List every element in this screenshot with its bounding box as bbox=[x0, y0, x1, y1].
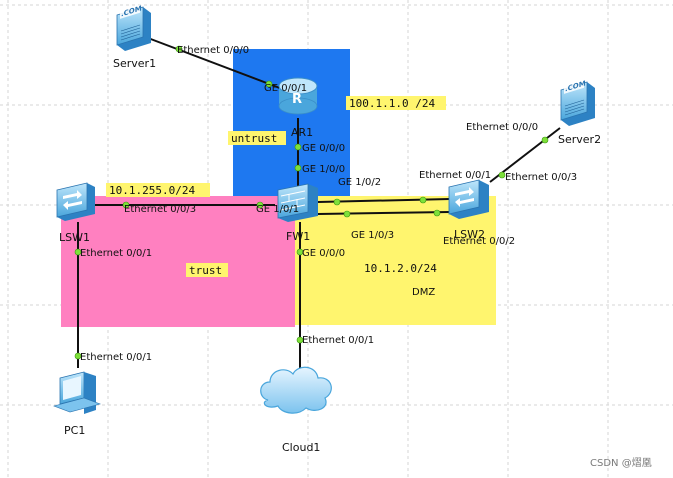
port-label-fw1-ge102: GE 1/0/2 bbox=[338, 177, 381, 188]
pc-icon[interactable] bbox=[53, 371, 101, 414]
port-dots bbox=[74, 45, 549, 360]
port-label-server1: Ethernet 0/0/0 bbox=[177, 45, 249, 56]
port-label-fw1-ge103: GE 1/0/3 bbox=[351, 230, 394, 241]
port-dot-lsw2-eth003 bbox=[498, 171, 506, 179]
port-dot-fw1-ge000 bbox=[296, 248, 304, 256]
port-dot-fw1-ge100 bbox=[294, 164, 302, 172]
port-label-cloud1: Ethernet 0/0/1 bbox=[302, 335, 374, 346]
port-dot-server1 bbox=[175, 45, 183, 53]
switch-icon[interactable] bbox=[56, 182, 95, 221]
port-label-fw1-ge000: GE 0/0/0 bbox=[302, 248, 345, 259]
switch-icon[interactable] bbox=[448, 179, 489, 219]
untrust-zone-label: untrust bbox=[231, 132, 277, 145]
port-dot-lsw2-eth001 bbox=[419, 196, 427, 204]
port-dot-cloud1 bbox=[296, 336, 304, 344]
server-icon[interactable]: .COM bbox=[116, 3, 151, 51]
svg-text:R: R bbox=[292, 92, 302, 107]
trust-zone-area bbox=[61, 196, 295, 327]
links bbox=[77, 37, 561, 368]
dmz-zone-label: DMZ bbox=[412, 287, 435, 298]
server-icon[interactable]: .COM bbox=[560, 78, 595, 126]
device-label-ar1: AR1 bbox=[291, 126, 313, 139]
port-label-pc1: Ethernet 0/0/1 bbox=[80, 352, 152, 363]
port-dot-lsw1-eth003 bbox=[122, 201, 130, 209]
untrust-net-label: 100.1.1.0 /24 bbox=[349, 97, 435, 110]
port-dot-lsw2-eth002 bbox=[433, 209, 441, 217]
device-label-cloud1: Cloud1 bbox=[282, 441, 320, 454]
trust-zone-tag bbox=[186, 263, 228, 277]
port-label-ar1-ge001: GE 0/0/1 bbox=[264, 83, 307, 94]
device-label-fw1: FW1 bbox=[286, 230, 310, 243]
port-label-lsw1-eth003: Ethernet 0/0/3 bbox=[124, 204, 196, 215]
port-label-fw1-ge100: GE 1/0/0 bbox=[302, 164, 345, 175]
dmz-net-label: 10.1.2.0/24 bbox=[364, 262, 437, 275]
port-label-lsw2-eth003: Ethernet 0/0/3 bbox=[505, 172, 577, 183]
watermark: CSDN @熠凰 bbox=[590, 457, 652, 469]
device-label-lsw1: LSW1 bbox=[59, 231, 90, 244]
port-dot-fw1-ge101 bbox=[256, 201, 264, 209]
trust-zone-label: trust bbox=[189, 264, 222, 277]
port-label-lsw2-eth002: Ethernet 0/0/2 bbox=[443, 236, 515, 247]
device-label-pc1: PC1 bbox=[64, 424, 85, 437]
port-dot-pc1 bbox=[74, 352, 82, 360]
port-dot-ar1-ge001 bbox=[265, 80, 273, 88]
untrust-zone-tag bbox=[228, 131, 286, 145]
port-dot-server2 bbox=[541, 136, 549, 144]
trust-net-label: 10.1.255.0/24 bbox=[109, 184, 195, 197]
router-icon[interactable]: R bbox=[278, 77, 318, 115]
untrust-zone-area bbox=[233, 49, 350, 196]
port-label-lsw2-eth001: Ethernet 0/0/1 bbox=[419, 170, 491, 181]
device-label-lsw2: LSW2 bbox=[454, 228, 485, 241]
port-label-lsw1-eth001: Ethernet 0/0/1 bbox=[80, 248, 152, 259]
device-label-server1: Server1 bbox=[113, 57, 156, 70]
port-dot-ar1-ge000 bbox=[294, 143, 302, 151]
link-server1-ar1[interactable] bbox=[147, 37, 286, 91]
port-label-server2: Ethernet 0/0/0 bbox=[466, 122, 538, 133]
untrust-net-tag bbox=[346, 96, 446, 110]
firewall-icon[interactable] bbox=[277, 183, 318, 222]
port-dot-fw1-ge103 bbox=[343, 210, 351, 218]
port-dot-lsw1-eth001 bbox=[74, 248, 82, 256]
port-label-ar1-ge000: GE 0/0/0 bbox=[302, 143, 345, 154]
trust-net-tag bbox=[106, 183, 210, 197]
cloud-icon[interactable] bbox=[260, 366, 332, 414]
device-label-server2: Server2 bbox=[558, 133, 601, 146]
link-fw1-lsw2-b[interactable] bbox=[317, 211, 451, 215]
port-dot-fw1-ge102 bbox=[333, 198, 341, 206]
port-label-fw1-ge101: GE 1/0/1 bbox=[256, 204, 299, 215]
